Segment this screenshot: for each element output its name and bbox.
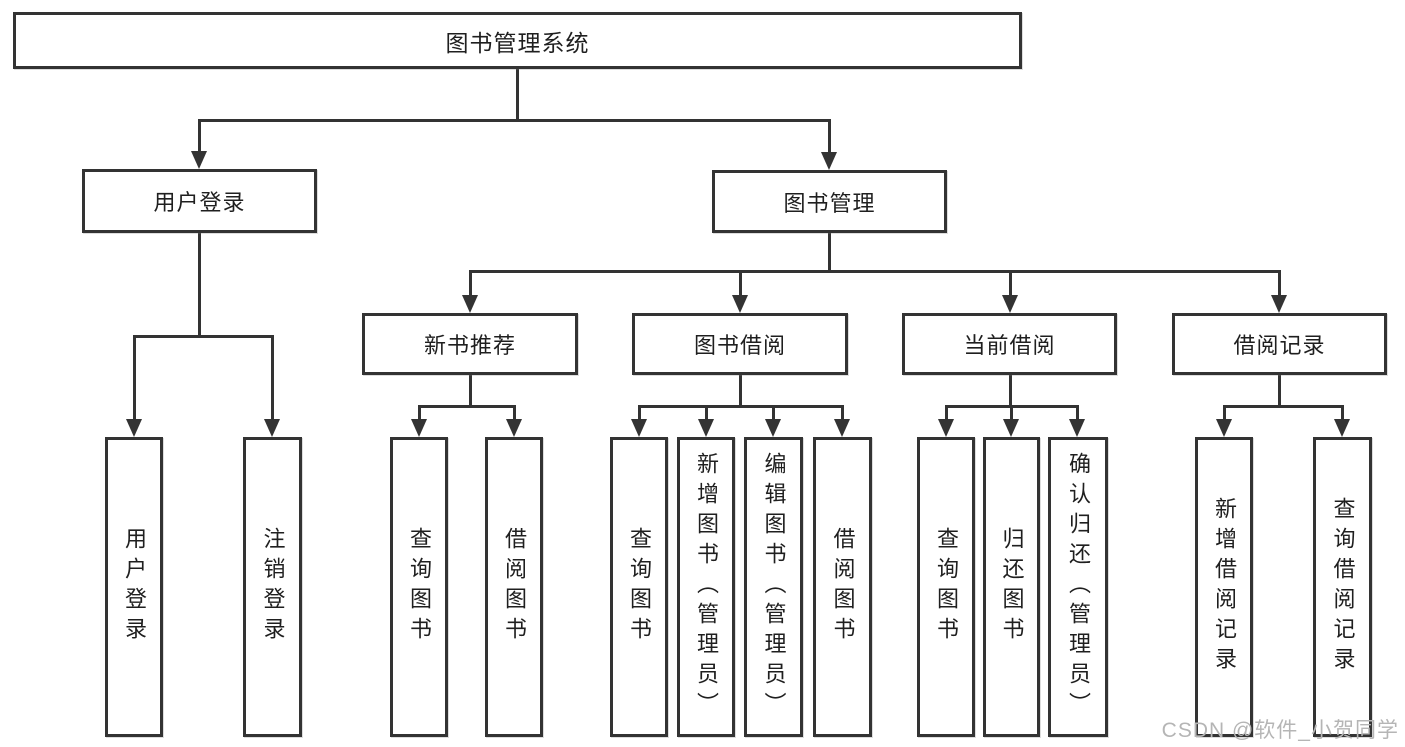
leaf-node-query-books-recommend: 查询图书 (390, 437, 448, 737)
leaf-node-label: 归还图书 (999, 527, 1025, 647)
root-node-library-management-system: 图书管理系统 (13, 12, 1022, 69)
leaf-node-label: 新增图书（管理员） (694, 452, 719, 722)
connector-hline (418, 405, 516, 408)
connector-vline (945, 405, 948, 421)
connector-hline (469, 270, 1281, 273)
group-node-label: 图书借阅 (693, 333, 786, 358)
connector-vline (133, 335, 136, 421)
connector-vline (705, 405, 708, 421)
arrowhead-down-icon (732, 295, 748, 313)
leaf-node-label: 查询图书 (407, 527, 432, 647)
arrowhead-down-icon (191, 151, 207, 169)
group-node-borrowing-records: 借阅记录 (1172, 313, 1387, 375)
leaf-node-query-books-current: 查询图书 (917, 437, 975, 737)
group-node-label: 借阅记录 (1233, 333, 1326, 358)
arrowhead-down-icon (462, 295, 478, 313)
watermark: CSDN @软件_小贺同学 (1161, 719, 1399, 742)
arrowhead-down-icon (126, 419, 142, 437)
connector-hline (198, 119, 830, 122)
leaf-node-add-books-admin: 新增图书（管理员） (677, 437, 735, 737)
connector-vline (271, 335, 274, 421)
arrowhead-down-icon (765, 419, 781, 437)
branch-node-label: 用户登录 (153, 190, 246, 215)
connector-vline (739, 270, 742, 297)
connector-vline (198, 233, 201, 338)
connector-hline (1223, 405, 1344, 408)
leaf-node-borrow-books: 借阅图书 (813, 437, 872, 737)
leaf-node-label: 查询图书 (934, 527, 959, 647)
arrowhead-down-icon (821, 152, 837, 170)
arrowhead-down-icon (411, 419, 427, 437)
root-node-label: 图书管理系统 (445, 29, 590, 56)
connector-vline (772, 405, 775, 421)
group-node-current-borrowing: 当前借阅 (902, 313, 1117, 375)
leaf-node-query-books-borrow: 查询图书 (610, 437, 668, 737)
leaf-node-label: 查询图书 (627, 527, 652, 647)
connector-vline (469, 270, 472, 297)
leaf-node-label: 确认归还（管理员） (1066, 452, 1091, 722)
leaf-node-logout: 注销登录 (243, 437, 302, 737)
connector-vline (841, 405, 844, 421)
arrowhead-down-icon (938, 419, 954, 437)
arrowhead-down-icon (631, 419, 647, 437)
arrowhead-down-icon (698, 419, 714, 437)
leaf-node-borrow-books-recommend: 借阅图书 (485, 437, 543, 737)
arrowhead-down-icon (1003, 419, 1019, 437)
arrowhead-down-icon (834, 419, 850, 437)
connector-vline (469, 375, 472, 408)
leaf-node-return-books: 归还图书 (983, 437, 1040, 737)
connector-vline (638, 405, 641, 421)
connector-vline (418, 405, 421, 421)
connector-vline (1076, 405, 1079, 421)
group-node-new-book-recommend: 新书推荐 (362, 313, 578, 375)
leaf-node-label: 查询借阅记录 (1330, 497, 1356, 677)
arrowhead-down-icon (506, 419, 522, 437)
arrowhead-down-icon (264, 419, 280, 437)
group-node-book-borrowing: 图书借阅 (632, 313, 848, 375)
leaf-node-label: 注销登录 (260, 527, 286, 647)
group-node-label: 当前借阅 (963, 333, 1056, 358)
connector-vline (1009, 270, 1012, 297)
arrowhead-down-icon (1002, 295, 1018, 313)
branch-node-user-login: 用户登录 (82, 169, 317, 233)
arrowhead-down-icon (1216, 419, 1232, 437)
leaf-node-label: 新增借阅记录 (1212, 497, 1237, 677)
leaf-node-label: 借阅图书 (502, 527, 527, 647)
connector-vline (1009, 375, 1012, 408)
connector-vline (1278, 270, 1281, 297)
arrowhead-down-icon (1334, 419, 1350, 437)
connector-vline (1223, 405, 1226, 421)
connector-vline (1341, 405, 1344, 421)
connector-vline (516, 69, 519, 122)
connector-vline (1010, 405, 1013, 421)
connector-vline (828, 119, 831, 155)
connector-vline (198, 119, 201, 154)
connector-vline (739, 375, 742, 408)
leaf-node-label: 编辑图书（管理员） (761, 452, 787, 722)
leaf-node-confirm-return-admin: 确认归还（管理员） (1048, 437, 1108, 737)
connector-vline (513, 405, 516, 421)
leaf-node-edit-books-admin: 编辑图书（管理员） (744, 437, 803, 737)
arrowhead-down-icon (1069, 419, 1085, 437)
leaf-node-user-login: 用户登录 (105, 437, 163, 737)
branch-node-label: 图书管理 (783, 190, 876, 216)
arrowhead-down-icon (1271, 295, 1287, 313)
connector-hline (133, 335, 274, 338)
branch-node-book-management: 图书管理 (712, 170, 947, 233)
group-node-label: 新书推荐 (423, 333, 516, 358)
leaf-node-query-borrow-record: 查询借阅记录 (1313, 437, 1372, 737)
leaf-node-label: 用户登录 (122, 527, 147, 647)
connector-hline (638, 405, 843, 408)
connector-vline (1278, 375, 1281, 408)
leaf-node-add-borrow-record: 新增借阅记录 (1195, 437, 1253, 737)
leaf-node-label: 借阅图书 (830, 527, 856, 647)
connector-vline (828, 233, 831, 273)
